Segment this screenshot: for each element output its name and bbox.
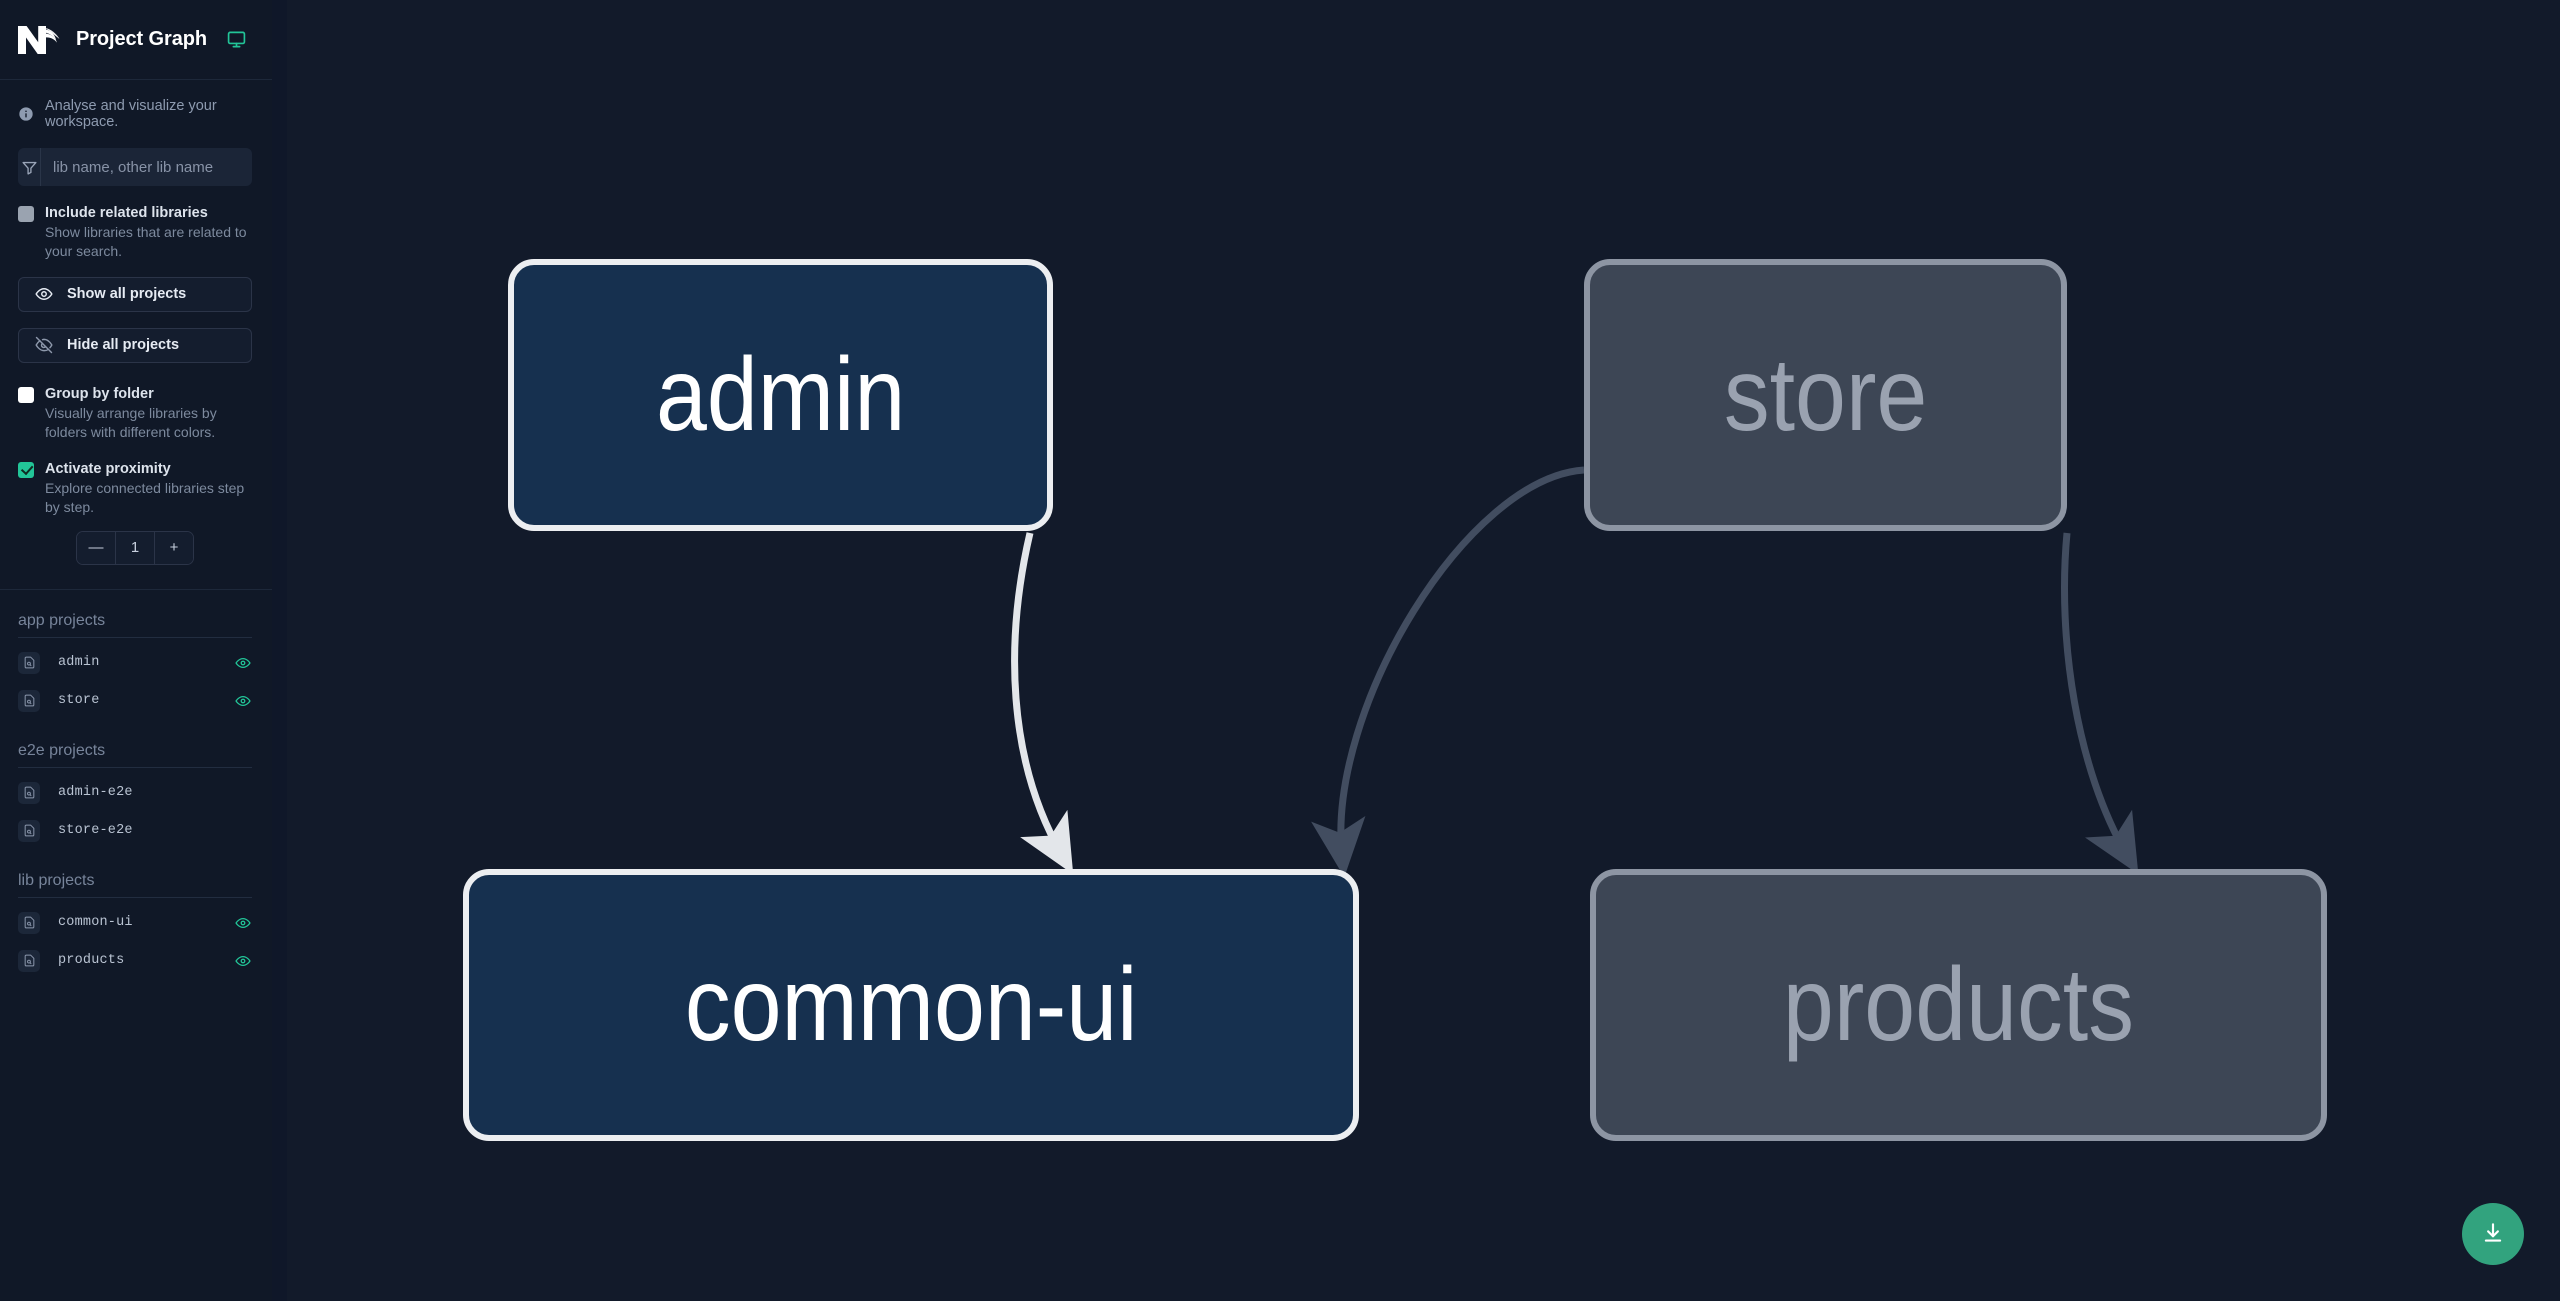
monitor-icon[interactable] [227, 30, 246, 49]
hide-all-projects-label: Hide all projects [67, 337, 180, 354]
project-file-icon [18, 781, 40, 804]
download-image-button[interactable] [2462, 1203, 2524, 1265]
project-file-icon [18, 819, 40, 842]
project-group-title: app projects [18, 611, 106, 629]
project-list-item-admin[interactable]: admin [18, 644, 252, 682]
graph-node-label: store [1723, 337, 1928, 453]
project-group-title: lib projects [18, 871, 95, 889]
project-file-icon [18, 651, 40, 674]
project-list-item-admin-e2e[interactable]: admin-e2e [18, 774, 252, 812]
option-label: Include related libraries [45, 205, 208, 221]
option-label: Group by folder [45, 385, 154, 402]
eye-icon[interactable] [234, 953, 252, 969]
project-name: common-ui [58, 915, 133, 931]
tagline-text: Analyse and visualize your workspace. [45, 98, 217, 130]
edge-admin-to-common-ui [1011, 532, 1074, 875]
tagline: Analyse and visualize your workspace. [0, 80, 272, 140]
project-file-icon [18, 689, 40, 712]
graph-node-store[interactable]: store [1584, 259, 2067, 531]
info-icon [18, 106, 34, 122]
option-activate-proximity[interactable]: Activate proximity Explore connected lib… [18, 460, 252, 517]
sidebar-controls: Include related libraries Show libraries… [0, 140, 272, 565]
project-name: store [58, 693, 100, 709]
checkbox-activate-proximity[interactable] [18, 461, 34, 478]
project-file-icon [18, 949, 40, 972]
project-list-item-store-e2e[interactable]: store-e2e [18, 812, 252, 850]
search-input[interactable] [41, 148, 252, 186]
project-file-icon [18, 911, 40, 934]
checkbox-group-by-folder[interactable] [18, 386, 34, 403]
proximity-value: 1 [115, 531, 155, 564]
nx-logo-icon [16, 20, 62, 60]
graph-node-admin[interactable]: admin [508, 259, 1053, 531]
search-bar[interactable] [18, 148, 252, 186]
option-description: Show libraries that are related to your … [45, 223, 247, 259]
project-name: admin-e2e [58, 785, 133, 801]
option-label: Activate proximity [45, 460, 171, 477]
eye-off-icon [35, 336, 53, 354]
graph-edges [1011, 466, 2139, 878]
option-description: Explore connected libraries step by step… [45, 479, 245, 515]
show-all-projects-label: Show all projects [67, 286, 187, 303]
project-group-rule [18, 636, 252, 638]
edge-store-to-common-ui [1311, 466, 1585, 878]
project-list-item-common-ui[interactable]: common-ui [18, 904, 252, 942]
option-description: Visually arrange libraries by folders wi… [45, 404, 217, 440]
project-list-item-products[interactable]: products [18, 942, 252, 980]
project-name: store-e2e [58, 823, 133, 839]
sidebar-divider [0, 588, 272, 590]
graph-node-products[interactable]: products [1590, 869, 2327, 1141]
show-all-projects-button[interactable]: Show all projects [18, 276, 252, 312]
project-list-item-store[interactable]: store [18, 682, 252, 720]
eye-icon[interactable] [234, 655, 252, 671]
eye-icon [35, 285, 53, 303]
checkbox-include-related-libraries[interactable] [18, 206, 34, 222]
project-group-title: e2e projects [18, 741, 106, 759]
graph-node-label: admin [655, 337, 906, 453]
eye-icon[interactable] [234, 693, 252, 709]
graph-node-label: products [1782, 947, 2135, 1063]
app-title: Project Graph [76, 28, 207, 50]
graph-node-label: common-ui [684, 947, 1138, 1063]
filter-icon [18, 148, 41, 186]
project-group-rule [18, 766, 252, 768]
project-group-rule [18, 896, 252, 898]
project-groups: app projects admin store e2e projects ad… [0, 590, 272, 980]
project-name: products [58, 953, 125, 969]
proximity-stepper[interactable]: — 1 + [76, 530, 194, 565]
sidebar-header: Project Graph [0, 0, 272, 80]
proximity-increment-button[interactable]: + [155, 531, 193, 564]
sidebar: Project Graph Analyse and visualize your… [0, 0, 272, 1301]
edge-store-to-products [2061, 532, 2139, 875]
proximity-decrement-button[interactable]: — [77, 531, 115, 564]
download-icon [2480, 1220, 2506, 1249]
project-name: admin [58, 655, 100, 671]
option-group-by-folder[interactable]: Group by folder Visually arrange librari… [18, 385, 252, 442]
graph-canvas[interactable]: admin store common-ui products [287, 0, 2560, 1301]
graph-node-common-ui[interactable]: common-ui [463, 869, 1359, 1141]
hide-all-projects-button[interactable]: Hide all projects [18, 327, 252, 363]
eye-icon[interactable] [234, 915, 252, 931]
option-include-related-libraries[interactable]: Include related libraries Show libraries… [18, 204, 252, 261]
